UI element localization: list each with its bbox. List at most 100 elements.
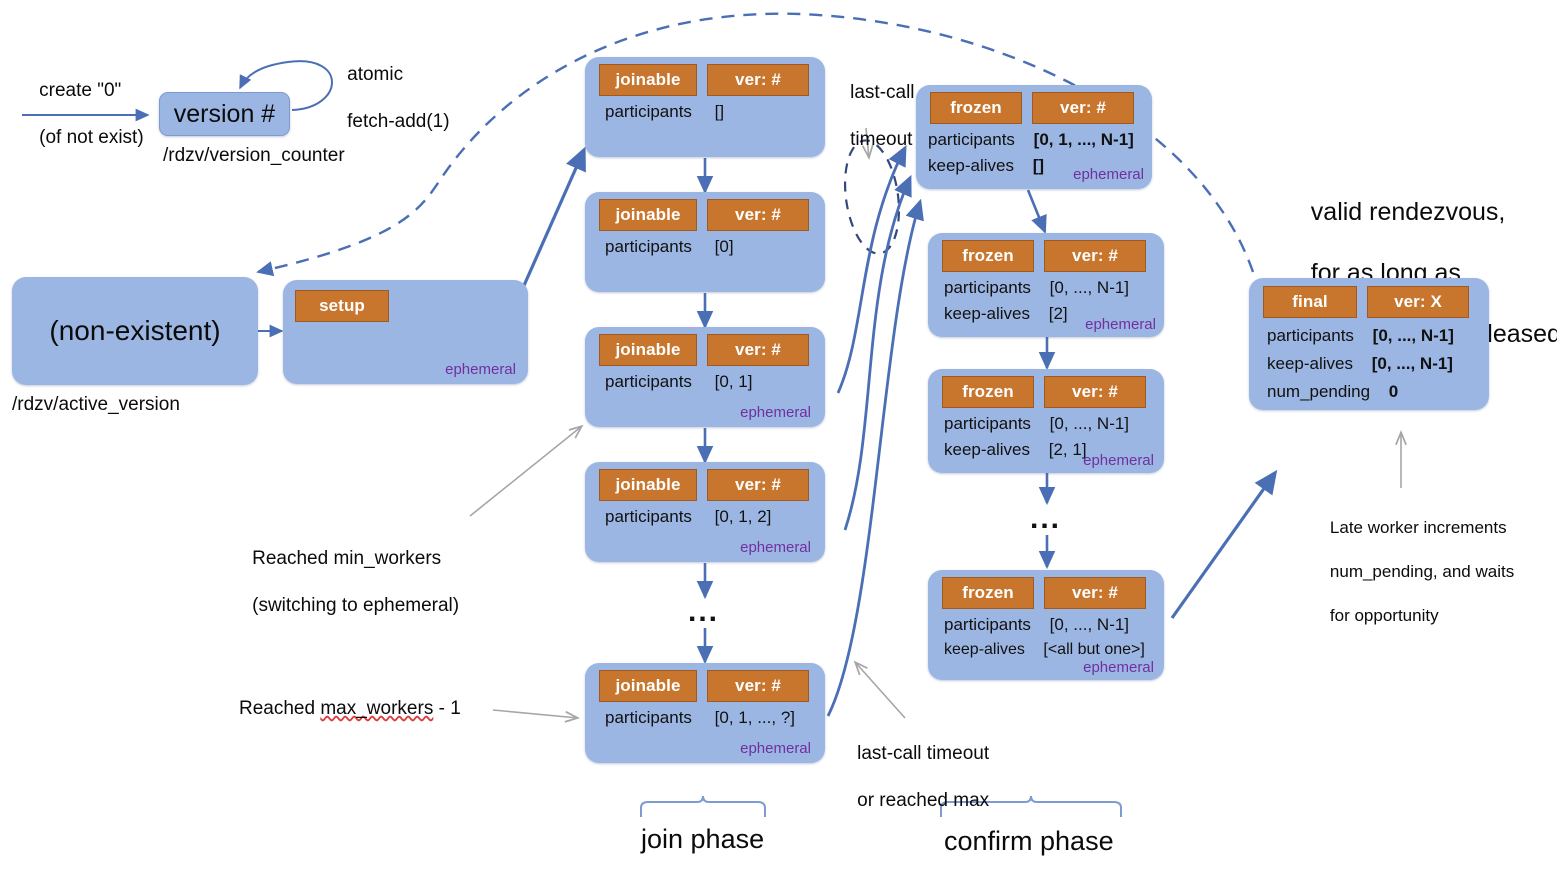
value-participants: [0, ..., N-1] [1049, 278, 1130, 297]
node-frozen-3-ephemeral: ephemeral [1083, 659, 1154, 676]
label-last-call-or-reached-max: last-call timeout or reached max [857, 743, 990, 811]
chip-version: ver: # [1044, 577, 1146, 609]
confirm-chain-ellipsis: ... [1030, 502, 1062, 535]
chip-version: ver: X [1367, 286, 1469, 318]
value-participants: [0] [714, 237, 734, 256]
key-keep-alives: keep-alives [944, 440, 1030, 459]
node-frozen-1-keep-alives: keep-alives [2] [944, 304, 1068, 324]
node-frozen-3-participants: participants [0, ..., N-1] [944, 615, 1129, 635]
node-joinable-2[interactable]: joinable ver: # participants [0, 1] ephe… [585, 327, 825, 427]
node-frozen-0-chiprow: frozen ver: # [930, 92, 1134, 124]
key-participants: participants [605, 102, 692, 121]
chip-version: ver: # [707, 670, 809, 702]
node-joinable-4-participants: participants [0, 1, ..., ?] [605, 708, 795, 728]
node-final-keep-alives: keep-alives [0, ..., N-1] [1267, 354, 1453, 374]
node-joinable-1-participants: participants [0] [605, 237, 734, 257]
key-keep-alives: keep-alives [944, 641, 1025, 658]
node-setup-ephemeral: ephemeral [445, 361, 516, 378]
arrow-join-to-frozen-1 [836, 145, 907, 394]
brace-join-phase [640, 795, 766, 817]
key-keep-alives: keep-alives [944, 304, 1030, 323]
node-frozen-1[interactable]: frozen ver: # participants [0, ..., N-1]… [928, 233, 1164, 337]
key-num-pending: num_pending [1267, 382, 1371, 401]
chip-version: ver: # [1032, 92, 1134, 124]
node-joinable-4-ephemeral: ephemeral [740, 740, 811, 757]
node-frozen-2-participants: participants [0, ..., N-1] [944, 414, 1129, 434]
label-reached-min-workers: Reached min_workers (switching to epheme… [252, 548, 460, 616]
key-participants: participants [605, 237, 692, 256]
chip-version: ver: # [1044, 376, 1146, 408]
node-frozen-1-ephemeral: ephemeral [1085, 316, 1156, 333]
key-participants: participants [944, 615, 1031, 634]
chip-frozen: frozen [942, 376, 1034, 408]
value-keep-alives: [2] [1048, 304, 1068, 323]
node-non-existent[interactable]: (non-existent) [12, 277, 258, 385]
arrow-reached-min-workers [469, 426, 582, 517]
node-frozen-3-keep-alives: keep-alives [<all but one>] [944, 641, 1145, 659]
key-keep-alives: keep-alives [1267, 354, 1353, 373]
node-joinable-0-chiprow: joinable ver: # [599, 64, 809, 96]
node-joinable-1[interactable]: joinable ver: # participants [0] [585, 192, 825, 292]
label-late-worker-note: Late worker increments num_pending, and … [1329, 518, 1515, 626]
node-joinable-3[interactable]: joinable ver: # participants [0, 1, 2] e… [585, 462, 825, 562]
chip-version: ver: # [707, 334, 809, 366]
node-version-counter[interactable]: version # [159, 92, 290, 136]
node-frozen-2-keep-alives: keep-alives [2, 1] [944, 440, 1087, 460]
node-joinable-3-chiprow: joinable ver: # [599, 469, 809, 501]
node-final-participants: participants [0, ..., N-1] [1267, 326, 1454, 346]
chip-joinable: joinable [599, 670, 697, 702]
value-participants: [] [714, 102, 725, 121]
arrow-setup-to-joinable [520, 146, 586, 291]
value-participants: [0, ..., N-1] [1049, 414, 1130, 433]
arrow-frozen-to-final [1170, 469, 1278, 619]
node-frozen-3[interactable]: frozen ver: # participants [0, ..., N-1]… [928, 570, 1164, 680]
label-version-counter-path: /rdzv/version_counter [163, 145, 345, 166]
chip-setup: setup [295, 290, 389, 322]
key-participants: participants [944, 414, 1031, 433]
node-joinable-0[interactable]: joinable ver: # participants [] [585, 57, 825, 157]
node-frozen-0-participants: participants [0, 1, ..., N-1] [928, 130, 1134, 150]
chip-version: ver: # [707, 64, 809, 96]
node-joinable-3-ephemeral: ephemeral [740, 539, 811, 556]
value-keep-alives: [<all but one>] [1043, 641, 1145, 658]
node-frozen-0[interactable]: frozen ver: # participants [0, 1, ..., N… [916, 85, 1152, 189]
chip-joinable: joinable [599, 469, 697, 501]
chip-version: ver: # [707, 469, 809, 501]
node-frozen-3-chiprow: frozen ver: # [942, 577, 1146, 609]
key-participants: participants [928, 130, 1015, 149]
key-participants: participants [605, 507, 692, 526]
label-create-if-not-exist: create "0" (of not exist) [39, 80, 144, 148]
node-frozen-2-ephemeral: ephemeral [1083, 452, 1154, 469]
arrow-join-to-frozen-3 [826, 198, 924, 717]
value-num-pending: 0 [1388, 382, 1399, 401]
node-joinable-4[interactable]: joinable ver: # participants [0, 1, ...,… [585, 663, 825, 763]
node-final[interactable]: final ver: X participants [0, ..., N-1] … [1249, 278, 1489, 410]
node-frozen-2[interactable]: frozen ver: # participants [0, ..., N-1]… [928, 369, 1164, 473]
join-chain-ellipsis: ... [688, 595, 720, 628]
label-last-call-timeout: last-call timeout [850, 82, 915, 150]
label-join-phase: join phase [641, 824, 765, 854]
key-participants: participants [1267, 326, 1354, 345]
node-joinable-2-participants: participants [0, 1] [605, 372, 752, 392]
node-frozen-0-keep-alives: keep-alives [] [928, 156, 1044, 176]
key-keep-alives: keep-alives [928, 156, 1014, 175]
value-keep-alives: [] [1032, 156, 1045, 175]
node-joinable-3-participants: participants [0, 1, 2] [605, 507, 771, 527]
arrow-reached-max-workers [492, 709, 578, 718]
chip-frozen: frozen [942, 240, 1034, 272]
node-frozen-1-chiprow: frozen ver: # [942, 240, 1146, 272]
node-setup[interactable]: setup ephemeral [283, 280, 528, 384]
node-joinable-2-chiprow: joinable ver: # [599, 334, 809, 366]
node-final-num-pending: num_pending 0 [1267, 382, 1398, 402]
label-confirm-phase: confirm phase [944, 826, 1114, 856]
value-participants: [0, ..., N-1] [1372, 326, 1454, 345]
node-version-counter-label: version # [173, 99, 276, 128]
node-non-existent-label: (non-existent) [49, 315, 221, 346]
value-participants: [0, ..., N-1] [1049, 615, 1130, 634]
chip-frozen: frozen [930, 92, 1022, 124]
value-participants: [0, 1, ..., ?] [714, 708, 795, 727]
label-reached-max-workers: Reached max_workers - 1 [239, 698, 461, 719]
key-participants: participants [944, 278, 1031, 297]
node-final-chiprow: final ver: X [1263, 286, 1469, 318]
